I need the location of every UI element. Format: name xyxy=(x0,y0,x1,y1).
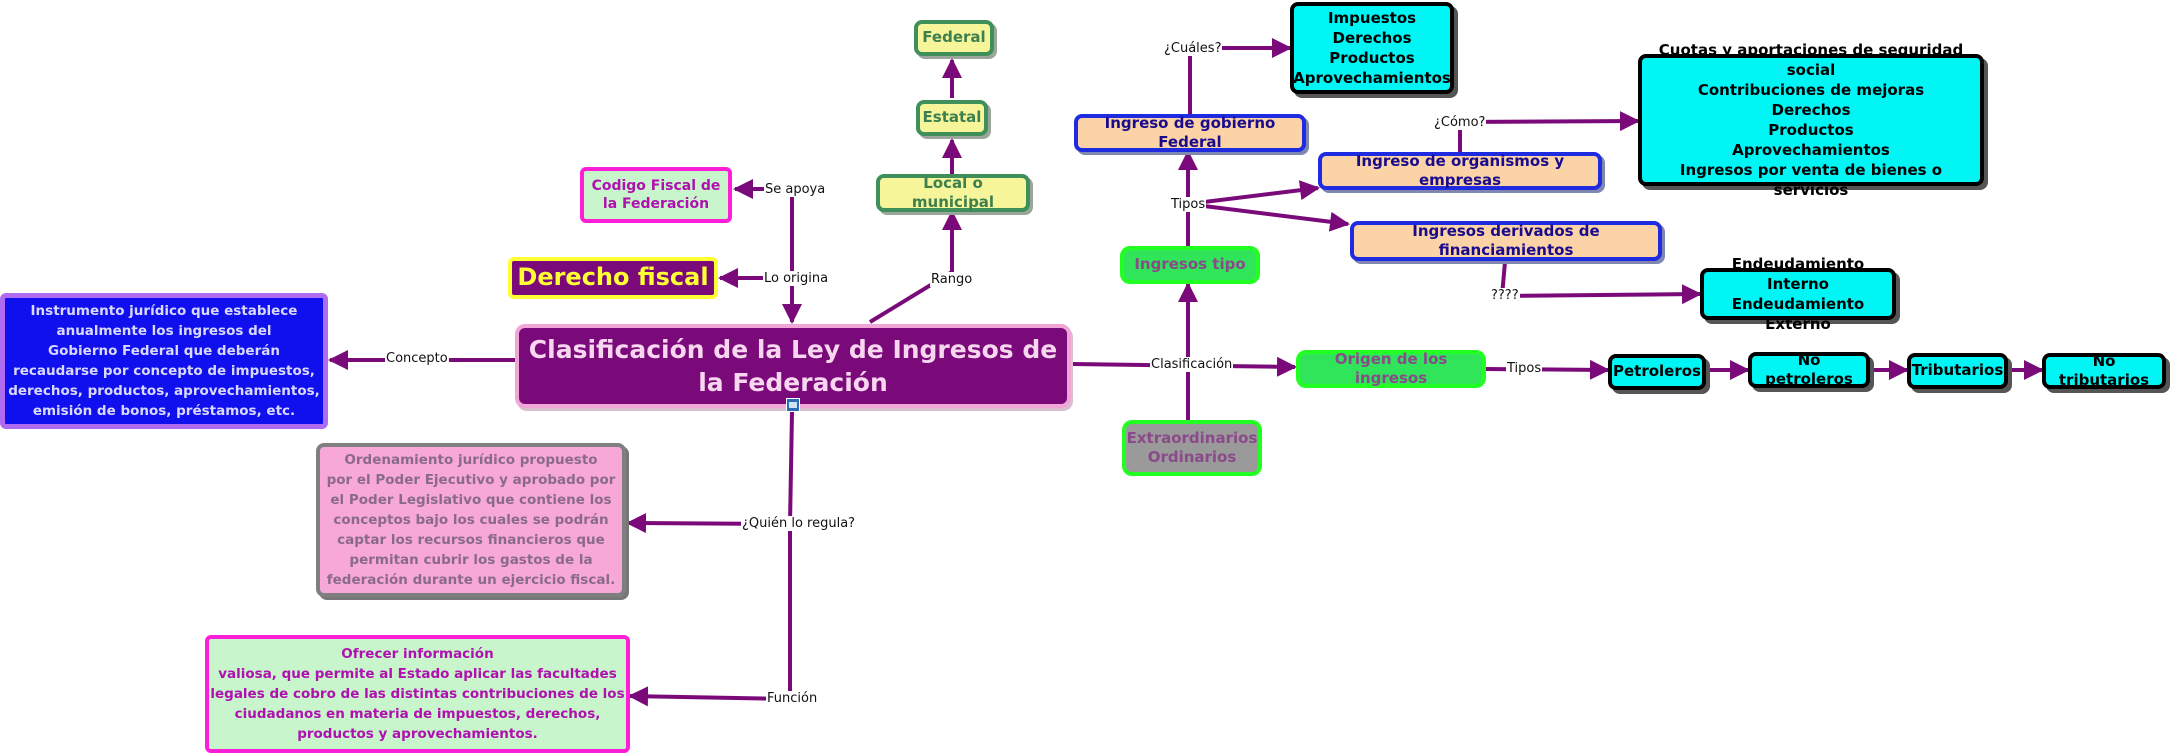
label-rango: Rango xyxy=(930,272,974,287)
label-qqqq: ???? xyxy=(1490,288,1520,303)
central-title: Clasificación de la Ley de Ingresos de l… xyxy=(528,335,1058,397)
link-funcion xyxy=(628,520,792,707)
label-como: ¿Cómo? xyxy=(1433,115,1487,130)
central-topic[interactable]: Clasificación de la Ley de Ingresos de l… xyxy=(515,324,1071,408)
label-cuales: ¿Cuáles? xyxy=(1163,41,1223,56)
node-no-petroleros[interactable]: No petroleros xyxy=(1748,351,1870,388)
node-federal[interactable]: Federal xyxy=(914,20,994,56)
node-derecho-fiscal[interactable]: Derecho fiscal xyxy=(508,257,718,299)
label-clasificacion: Clasificación xyxy=(1150,357,1234,372)
node-no-tributarios[interactable]: No tributarios xyxy=(2042,352,2166,389)
node-estatal[interactable]: Estatal xyxy=(916,100,988,136)
node-funcion-definicion[interactable]: Ofrecer información valiosa, que permite… xyxy=(205,635,630,753)
node-endeudamiento[interactable]: Endeudamiento Interno Endeudamiento Exte… xyxy=(1700,255,1896,333)
node-petroleros[interactable]: Petroleros xyxy=(1608,354,1706,390)
attachment-icon[interactable] xyxy=(786,398,800,412)
link-central-local xyxy=(868,210,962,324)
node-concepto-definicion[interactable]: Instrumento jurídico que establece anual… xyxy=(0,293,328,429)
link-como xyxy=(1458,111,1640,152)
node-organismos-empresas[interactable]: Ingreso de organismos y empresas xyxy=(1318,152,1602,190)
link-tipos-petro xyxy=(1485,359,1610,380)
node-ingresos-tipo[interactable]: Ingresos tipo xyxy=(1120,246,1260,284)
node-extraordinarios-ordinarios[interactable]: Extraordinarios Ordinarios xyxy=(1122,420,1262,476)
label-quien-regula: ¿Quién lo regula? xyxy=(741,516,857,531)
node-local-municipal[interactable]: Local o municipal xyxy=(876,174,1030,212)
label-tipos-ingresos: Tipos xyxy=(1170,197,1207,212)
label-concepto: Concepto xyxy=(385,351,449,366)
label-lo-origina: Lo origina xyxy=(763,271,830,286)
label-tipos-origen: Tipos xyxy=(1506,361,1543,376)
node-financiamientos[interactable]: Ingresos derivados de financiamientos xyxy=(1350,221,1662,261)
node-origen-ingresos[interactable]: Origen de los ingresos xyxy=(1296,350,1486,388)
link-cuales xyxy=(1188,38,1292,114)
label-funcion: Función xyxy=(766,691,819,706)
node-codigo-fiscal[interactable]: Codigo Fiscal de la Federación xyxy=(580,167,732,223)
label-se-apoya: Se apoya xyxy=(764,182,827,197)
node-cuotas-lista[interactable]: Cuotas y aportaciones de seguridad socia… xyxy=(1638,41,1984,199)
node-ordenamiento[interactable]: Ordenamiento jurídico propuesto por el P… xyxy=(316,443,626,597)
node-impuestos-lista[interactable]: Impuestos Derechos Productos Aprovechami… xyxy=(1290,2,1454,94)
link-quien-regula xyxy=(626,411,794,534)
link-tipos-org xyxy=(1187,180,1320,206)
node-ingreso-gobierno-federal[interactable]: Ingreso de gobierno Federal xyxy=(1074,114,1306,152)
link-qqqq xyxy=(1499,261,1702,305)
link-tipos-fin xyxy=(1187,202,1350,232)
node-tributarios[interactable]: Tributarios xyxy=(1907,353,2008,389)
